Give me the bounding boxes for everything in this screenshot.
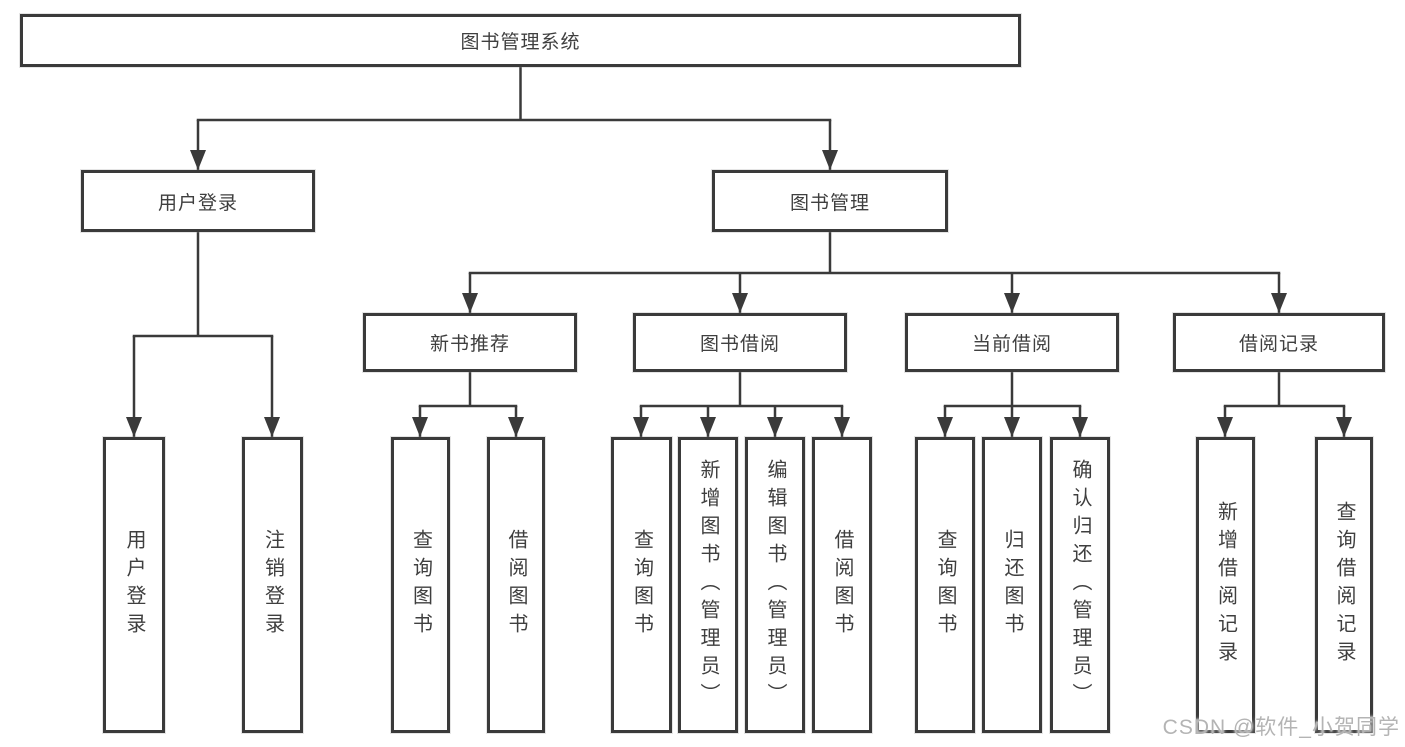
leaf-logout: 注销登录 — [242, 437, 303, 733]
node-book-management: 图书管理 — [712, 170, 948, 232]
leaf-borrowing-edit-books-admin: 编辑图书（管理员） — [745, 437, 805, 733]
node-user-login: 用户登录 — [81, 170, 315, 232]
leaf-user-login: 用户登录 — [103, 437, 165, 733]
leaf-borrowing-borrow-books: 借阅图书 — [812, 437, 872, 733]
leaf-records-query-borrow-record: 查询借阅记录 — [1315, 437, 1373, 733]
leaf-current-return-books: 归还图书 — [982, 437, 1042, 733]
csdn-watermark: CSDN @软件_小贺同学 — [1162, 716, 1400, 739]
leaf-current-query-books: 查询图书 — [915, 437, 975, 733]
leaf-borrowing-add-books-admin: 新增图书（管理员） — [678, 437, 738, 733]
leaf-recommend-query-books: 查询图书 — [391, 437, 450, 733]
node-current-borrowing: 当前借阅 — [905, 313, 1119, 372]
node-library-management-system: 图书管理系统 — [20, 14, 1021, 67]
node-borrowing-records: 借阅记录 — [1173, 313, 1385, 372]
leaf-recommend-borrow-books: 借阅图书 — [487, 437, 545, 733]
node-new-book-recommendation: 新书推荐 — [363, 313, 577, 372]
leaf-current-confirm-return-admin: 确认归还（管理员） — [1050, 437, 1110, 733]
leaf-borrowing-query-books: 查询图书 — [611, 437, 672, 733]
node-book-borrowing: 图书借阅 — [633, 313, 847, 372]
leaf-records-add-borrow-record: 新增借阅记录 — [1196, 437, 1255, 733]
